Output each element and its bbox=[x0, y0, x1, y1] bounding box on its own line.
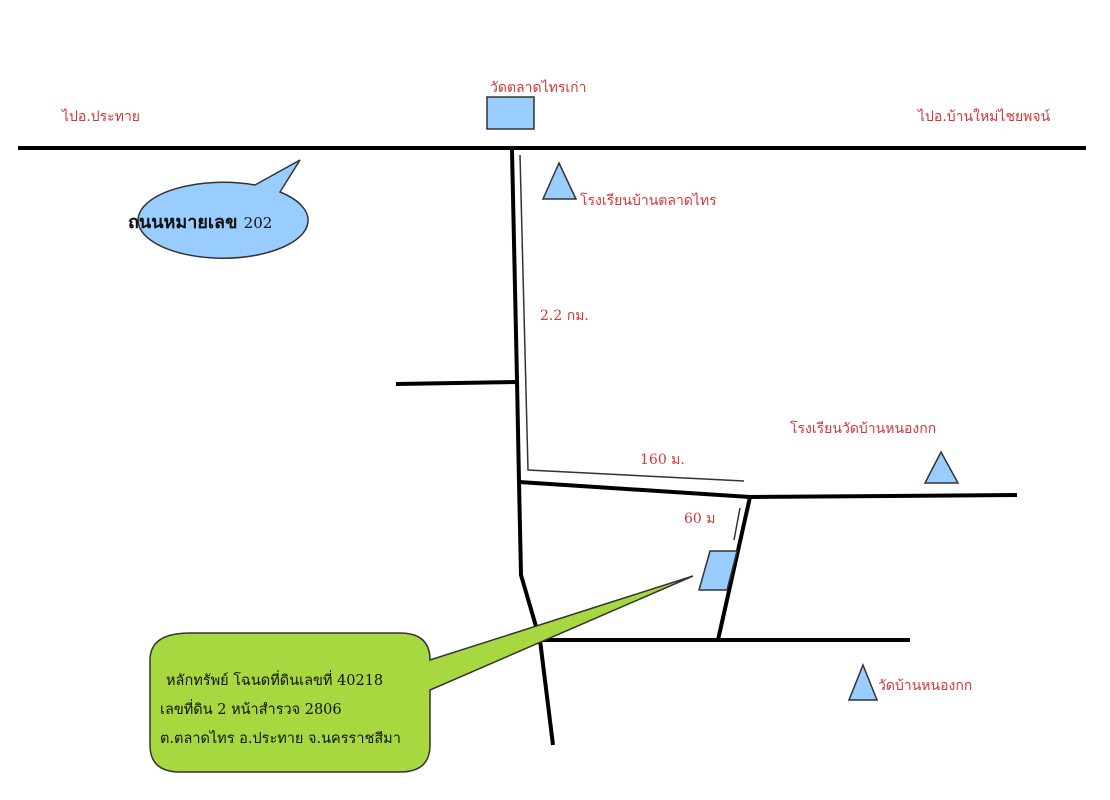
land-callout-bubble bbox=[149, 575, 694, 773]
label-school-ban-talat-sai: โรงเรียนบ้านตลาดไทร bbox=[580, 193, 717, 209]
label-to-prathai: ไปอ.ประทาย bbox=[62, 109, 141, 125]
branch-road-west bbox=[395, 380, 520, 386]
land-info: หลักทรัพย์ โฉนดที่ดินเลขที่ 40218 เลขที่… bbox=[160, 667, 401, 754]
road-name: ถนนหมายเลข bbox=[128, 212, 238, 233]
temple-marker-nong-kok bbox=[847, 662, 879, 701]
land-info-line1: หลักทรัพย์ โฉนดที่ดินเลขที่ 40218 bbox=[166, 673, 384, 689]
roads bbox=[18, 146, 1086, 746]
label-distance-160m: 160 ม. bbox=[640, 452, 685, 468]
distance-line-2-2km bbox=[519, 154, 745, 482]
road-to-nong-kok bbox=[518, 480, 1018, 500]
temple-marker bbox=[486, 96, 535, 130]
distance-line-60m bbox=[733, 507, 741, 541]
label-wat-talat-sai-kao: วัดตลาดไทรเก่า bbox=[490, 80, 587, 96]
road-number: 202 bbox=[243, 214, 273, 232]
label-wat-ban-nong-kok: วัดบ้านหนองกก bbox=[878, 678, 973, 694]
school-marker bbox=[541, 161, 578, 200]
school-marker-nong-kok bbox=[923, 450, 960, 484]
label-distance-2-2km: 2.2 กม. bbox=[540, 308, 589, 324]
road-number-label: ถนนหมายเลข 202 bbox=[128, 207, 272, 236]
label-school-wat-ban-nong-kok: โรงเรียนวัดบ้านหนองกก bbox=[790, 421, 937, 437]
road-callout-bubble bbox=[137, 159, 309, 259]
road-to-plot bbox=[716, 496, 752, 641]
label-distance-60m: 60 ม bbox=[684, 511, 716, 527]
distance-lines bbox=[519, 154, 745, 541]
label-to-ban-mai-chaiyaphot: ไปอ.บ้านใหม่ไชยพจน์ bbox=[918, 109, 1051, 125]
land-plot-marker bbox=[698, 550, 738, 591]
main-side-road bbox=[510, 149, 555, 746]
land-info-line3: ต.ตลาดไทร อ.ประทาย จ.นครราชสีมา bbox=[160, 731, 401, 747]
land-info-line2: เลขที่ดิน 2 หน้าสำรวจ 2806 bbox=[160, 702, 342, 718]
